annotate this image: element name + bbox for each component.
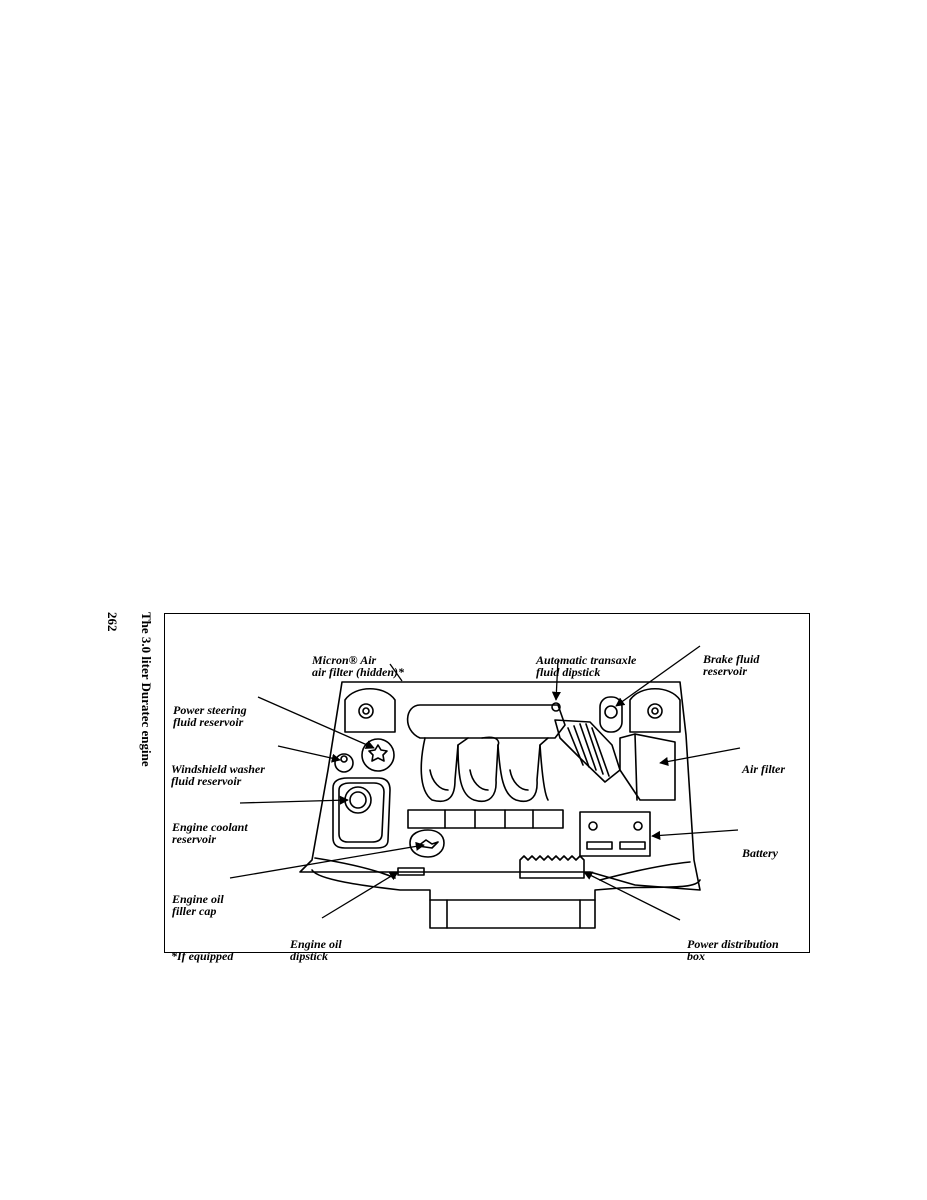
callout-air-filter: Air filter xyxy=(742,762,786,776)
leader-air-filter xyxy=(659,747,741,766)
strut-tower-left xyxy=(344,688,396,733)
coolant-reservoir xyxy=(332,777,391,849)
battery xyxy=(579,811,651,857)
leader-washer xyxy=(277,745,341,763)
leader-brake xyxy=(615,645,701,707)
air-intake-duct xyxy=(554,719,621,783)
footnote: *If equipped xyxy=(171,949,234,963)
leader-battery xyxy=(651,829,739,840)
front-bumper xyxy=(311,869,701,929)
leader-coolant xyxy=(239,795,349,805)
transaxle-dipstick-ring xyxy=(551,702,561,712)
leader-oil-dipstick xyxy=(321,871,399,919)
engine-bay-outline xyxy=(299,681,701,891)
figure-frame xyxy=(164,613,810,953)
power-distribution-box xyxy=(519,855,585,879)
strut-tower-right xyxy=(629,688,681,733)
leader-oil-filler xyxy=(229,841,425,879)
air-filter-box xyxy=(619,733,676,801)
brake-fluid-reservoir xyxy=(599,696,623,733)
intake-manifold xyxy=(406,704,566,739)
power-steering-reservoir xyxy=(361,738,395,772)
leader-power-distribution xyxy=(583,871,681,921)
callout-battery: Battery xyxy=(742,846,778,860)
leader-micron-air xyxy=(389,663,403,682)
leader-power-steering xyxy=(257,696,375,749)
fuel-rail xyxy=(407,809,564,829)
oil-filler-cap xyxy=(409,829,445,858)
oil-dipstick xyxy=(397,867,425,876)
leader-transaxle xyxy=(551,659,561,701)
washer-fluid-reservoir xyxy=(334,753,354,773)
